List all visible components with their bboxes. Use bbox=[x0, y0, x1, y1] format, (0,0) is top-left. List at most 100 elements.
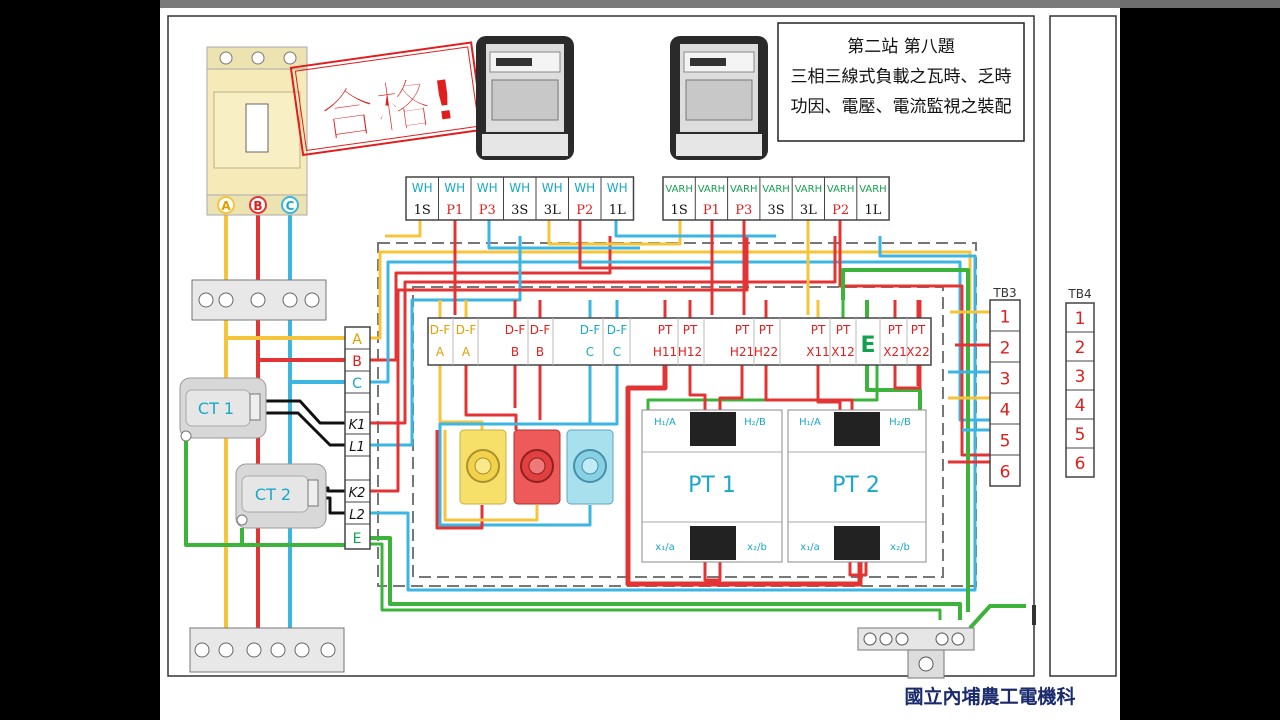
mid-terminal-top-7: PT bbox=[683, 323, 698, 337]
mid-terminal-8: H21 bbox=[730, 345, 754, 359]
pt1-x2: x₂/b bbox=[747, 542, 767, 553]
tb3-terminal-3: 3 bbox=[1000, 369, 1011, 389]
mid-terminal-1: A bbox=[462, 345, 471, 359]
mid-terminal-11: X12 bbox=[831, 345, 855, 359]
tb4-terminal-4: 4 bbox=[1075, 396, 1086, 416]
mid-terminal-3: B bbox=[536, 345, 544, 359]
mid-terminal-top-8: PT bbox=[735, 323, 750, 337]
left-term-b: B bbox=[352, 354, 362, 370]
varh-header-2: VARH bbox=[730, 184, 758, 195]
wh-header-2: WH bbox=[477, 181, 498, 195]
left-term-l2: L2 bbox=[349, 508, 365, 523]
breaker-label-b: B bbox=[253, 199, 262, 213]
tb4-terminal-3: 3 bbox=[1075, 367, 1086, 387]
wh-header-0: WH bbox=[412, 181, 433, 195]
bottom-terminal-block-icon bbox=[189, 627, 345, 673]
pt1-h1: H₁/A bbox=[654, 417, 676, 428]
varh-header-6: VARH bbox=[859, 184, 887, 195]
mid-terminal-top-3: D-F bbox=[530, 323, 551, 337]
ct2-icon: CT 2 bbox=[235, 463, 327, 529]
pt2-h2: H₂/B bbox=[889, 417, 911, 428]
mid-terminal-10: X11 bbox=[806, 345, 830, 359]
tb3-terminal-5: 5 bbox=[1000, 431, 1011, 451]
varh-terminal-0: 1S bbox=[671, 203, 688, 218]
mid-terminal-0: A bbox=[436, 345, 445, 359]
varh-header-5: VARH bbox=[827, 184, 855, 195]
varh-terminal-1: P1 bbox=[703, 203, 720, 218]
tb3-terminal-2: 2 bbox=[1000, 338, 1011, 358]
mid-terminal-top-9: PT bbox=[759, 323, 774, 337]
mid-terminal-top-2: D-F bbox=[505, 323, 526, 337]
breaker-phase-labels: A B C bbox=[217, 196, 299, 214]
tb3-terminal-1: 1 bbox=[1000, 307, 1011, 327]
indicator-lamp-icon bbox=[459, 429, 507, 505]
varh-header-4: VARH bbox=[795, 184, 823, 195]
mid-terminal-2: B bbox=[511, 345, 519, 359]
mid-terminal-6: H11 bbox=[653, 345, 677, 359]
title-line-3: 功因、電壓、電流監視之裝配 bbox=[791, 97, 1012, 117]
ground-bus-icon bbox=[857, 627, 975, 679]
tb4-label: TB4 bbox=[1067, 287, 1091, 301]
panel-frame bbox=[167, 15, 1035, 677]
earth-terminal: E bbox=[860, 333, 875, 358]
wh-terminal-4: 3L bbox=[544, 203, 561, 218]
left-term-c: C bbox=[352, 376, 362, 392]
mid-terminal-top-11: PT bbox=[836, 323, 851, 337]
tb4-terminal-6: 6 bbox=[1075, 454, 1086, 474]
mid-terminal-top-1: D-F bbox=[456, 323, 477, 337]
wh-header-6: WH bbox=[607, 181, 628, 195]
varh-header-0: VARH bbox=[665, 184, 693, 195]
red-indicator-lamp-icon bbox=[513, 429, 561, 505]
mid-terminal-top-12: PT bbox=[888, 323, 903, 337]
varh-terminal-5: P2 bbox=[832, 203, 849, 218]
terminal-block-icon bbox=[191, 279, 327, 321]
mid-terminal-7: H12 bbox=[678, 345, 702, 359]
breaker-label-a: A bbox=[221, 199, 231, 213]
wh-terminal-3: 3S bbox=[511, 203, 528, 218]
wh-terminal-1: P1 bbox=[446, 203, 463, 218]
mid-terminal-4: C bbox=[586, 345, 594, 359]
pt-icon: H₁/A H₂/B PT 1 x₁/a x₂/b bbox=[641, 409, 783, 563]
left-term-l1: L1 bbox=[349, 440, 365, 455]
pt1-x1: x₁/a bbox=[655, 542, 674, 553]
varh-header-1: VARH bbox=[698, 184, 726, 195]
left-terminal-column: A B C K1 L1 K2 L2 E bbox=[344, 326, 371, 550]
mid-terminal-top-6: PT bbox=[658, 323, 673, 337]
ct-icon: CT 1 bbox=[179, 377, 267, 442]
pt2-label: PT 2 bbox=[832, 473, 880, 498]
pt1-label: PT 1 bbox=[688, 473, 736, 498]
tb3-label: TB3 bbox=[992, 286, 1016, 300]
school-footer: 國立內埔農工電機科 bbox=[904, 685, 1075, 708]
ct2-label: CT 2 bbox=[255, 485, 291, 504]
wh-terminal-6: 1L bbox=[609, 203, 626, 218]
wh-terminal-2: P3 bbox=[479, 203, 496, 218]
mid-terminal-top-4: D-F bbox=[580, 323, 601, 337]
pt2-h1: H₁/A bbox=[799, 417, 821, 428]
varh-header-3: VARH bbox=[762, 184, 790, 195]
kwh-meter-icon bbox=[476, 36, 574, 160]
tb3-terminal-6: 6 bbox=[1000, 462, 1011, 482]
varh-terminal-3: 3S bbox=[767, 203, 784, 218]
tb4-terminal-1: 1 bbox=[1075, 309, 1086, 329]
left-term-k2: K2 bbox=[349, 486, 366, 501]
mid-terminal-13: X22 bbox=[906, 345, 930, 359]
left-term-k1: K1 bbox=[349, 418, 366, 433]
varh-terminal-6: 1L bbox=[864, 203, 881, 218]
wh-terminal-5: P2 bbox=[576, 203, 593, 218]
tb4-terminal-5: 5 bbox=[1075, 425, 1086, 445]
wh-header-1: WH bbox=[444, 181, 465, 195]
mid-terminal-strip: D-FAD-FAD-FBD-FBD-FCD-FCPTH11PTH12PTH21P… bbox=[427, 317, 932, 366]
blue-indicator-lamp-icon bbox=[566, 429, 614, 505]
left-term-a: A bbox=[352, 332, 362, 348]
pt2-x1: x₁/a bbox=[800, 542, 819, 553]
pt2-icon: H₁/A H₂/B PT 2 x₁/a x₂/b bbox=[787, 409, 927, 563]
kvarh-meter-icon bbox=[670, 36, 768, 160]
left-term-e: E bbox=[353, 531, 362, 547]
mid-terminal-top-0: D-F bbox=[430, 323, 451, 337]
varh-terminal-2: P3 bbox=[735, 203, 752, 218]
mid-terminal-top-10: PT bbox=[811, 323, 826, 337]
title-line-2: 三相三線式負載之瓦時、乏時 bbox=[791, 67, 1012, 87]
